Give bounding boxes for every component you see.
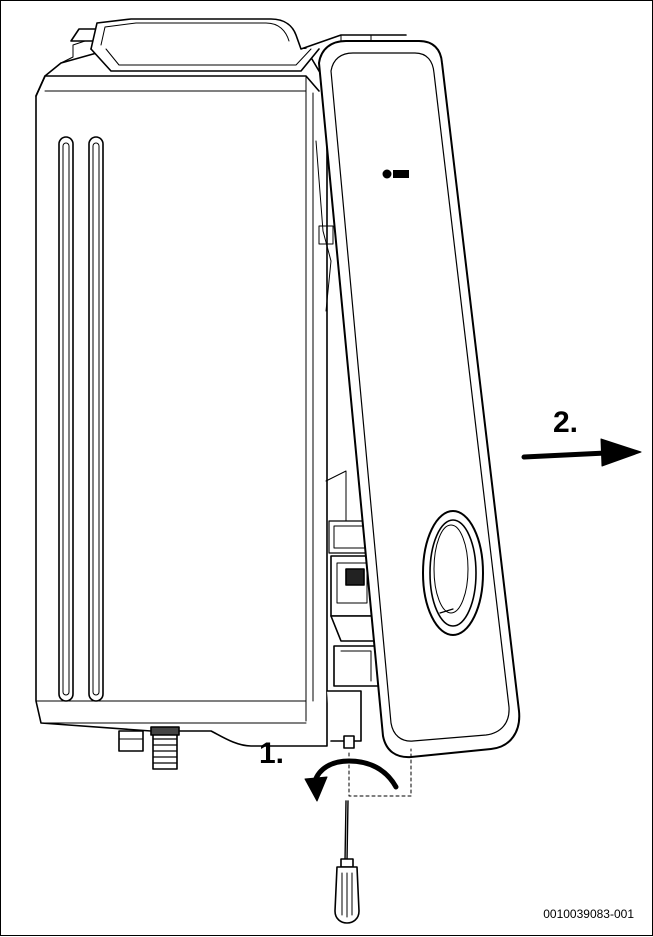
rotate-arrow-icon — [304, 758, 399, 802]
brand-logo — [382, 169, 409, 179]
top-cover — [60, 18, 407, 72]
screw-callout-lines — [348, 748, 412, 797]
document-id: 0010039083-001 — [543, 907, 634, 921]
step-2-label: 2. — [553, 406, 579, 439]
side-ribs — [58, 136, 104, 702]
pipe-fittings — [118, 726, 180, 770]
control-dial — [422, 510, 484, 636]
pull-arrow-icon — [521, 438, 642, 467]
step-1-label: 1. — [259, 737, 285, 770]
front-panel — [318, 40, 521, 759]
appliance-body — [35, 48, 328, 747]
screwdriver-icon — [334, 800, 360, 924]
